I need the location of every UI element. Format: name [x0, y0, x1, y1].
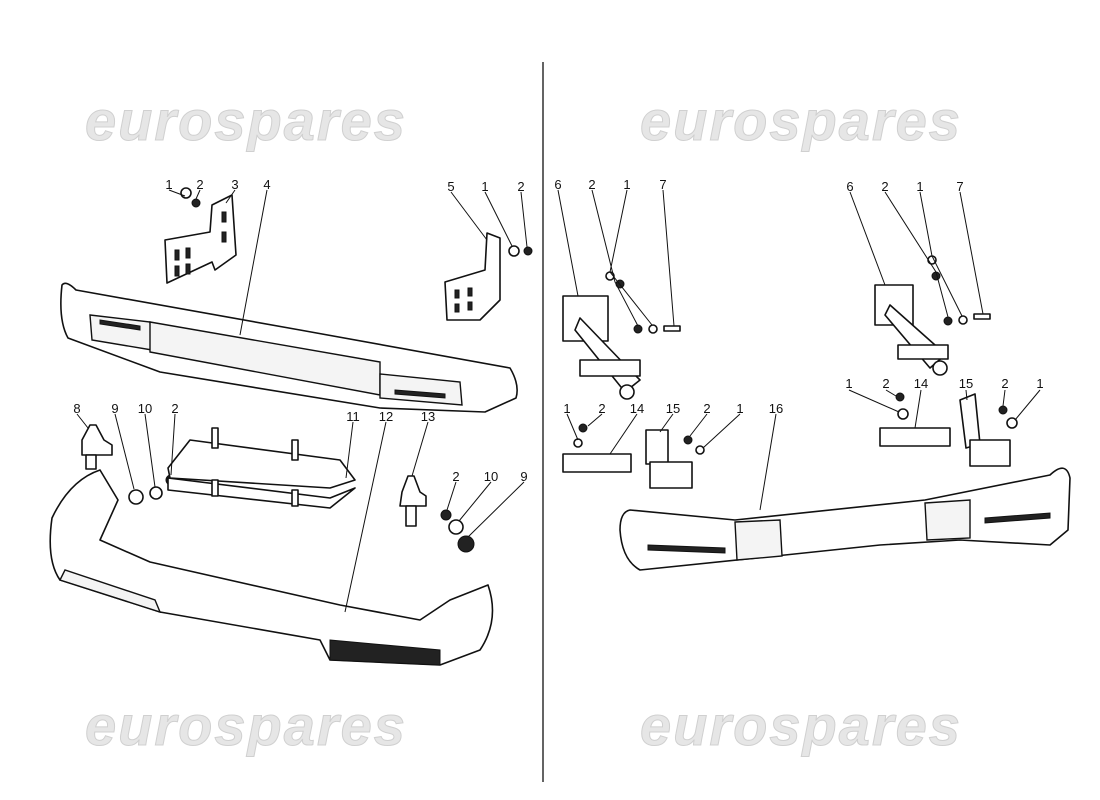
callout-9: 9	[520, 469, 527, 484]
bracket-3	[164, 194, 237, 284]
callout-3: 3	[231, 177, 238, 192]
callout-2: 2	[452, 469, 459, 484]
washer-1	[958, 315, 968, 325]
front-bumper-4	[60, 282, 518, 413]
callout-16: 16	[769, 401, 783, 416]
callout-2: 2	[588, 177, 595, 192]
callout-1: 1	[481, 179, 488, 194]
washer-1	[180, 187, 192, 199]
callout-1: 1	[165, 177, 172, 192]
callout-10: 10	[484, 469, 498, 484]
bracket-5	[444, 232, 501, 321]
leader-lines	[76, 189, 1041, 613]
rear-bumper-16	[619, 467, 1071, 571]
nut-2	[523, 246, 533, 256]
bolt-7	[663, 325, 681, 332]
nut-2	[683, 435, 693, 445]
callout-12: 12	[379, 409, 393, 424]
mount-13	[399, 475, 427, 527]
callout-7: 7	[659, 177, 666, 192]
callout-1: 1	[845, 376, 852, 391]
callout-8: 8	[73, 401, 80, 416]
strut-bracket-6-right	[874, 284, 949, 376]
strut-bracket-6-left	[562, 295, 641, 400]
callout-15: 15	[666, 401, 680, 416]
callout-1: 1	[736, 401, 743, 416]
bolt-7	[973, 313, 991, 320]
nut-2	[191, 198, 201, 208]
watermark-logo: eurospares	[640, 89, 962, 152]
washer-1	[695, 445, 705, 455]
nut-2	[998, 405, 1008, 415]
callouts-right-mid: 1 2 14 15 2 1 16 1 2 14 15 2 1	[563, 376, 1043, 416]
callout-2: 2	[882, 376, 889, 391]
callout-7: 7	[956, 179, 963, 194]
tube-15-right	[959, 393, 1011, 467]
nut-2	[578, 423, 588, 433]
nut-2	[895, 392, 905, 402]
callout-1: 1	[563, 401, 570, 416]
callout-6: 6	[846, 179, 853, 194]
nut-2	[440, 509, 452, 521]
rubber-9	[457, 535, 475, 553]
callout-2: 2	[517, 179, 524, 194]
callout-1: 1	[916, 179, 923, 194]
callout-2: 2	[196, 177, 203, 192]
callout-2: 2	[703, 401, 710, 416]
washer-1	[648, 324, 658, 334]
callout-13: 13	[421, 409, 435, 424]
rubber-9	[128, 489, 144, 505]
callout-2: 2	[881, 179, 888, 194]
mount-14-left	[562, 453, 632, 473]
callouts-left-top: 1 2 3 4 5 1 2	[165, 177, 524, 194]
tube-15-left	[645, 429, 693, 489]
washer-1	[927, 255, 937, 265]
watermark-logo: eurospares	[640, 694, 962, 757]
callout-4: 4	[263, 177, 270, 192]
washer-1	[508, 245, 520, 257]
callout-15: 15	[959, 376, 973, 391]
callouts-left-mid: 8 9 10 2 11 12 13 2 10 9	[73, 401, 527, 484]
callout-2: 2	[171, 401, 178, 416]
mount-14-right	[879, 427, 951, 447]
washer-1	[1006, 417, 1018, 429]
bracket-11	[167, 427, 356, 509]
callout-14: 14	[914, 376, 928, 391]
callout-11: 11	[346, 409, 360, 424]
washer-10	[149, 486, 163, 500]
callouts-right-top: 6 2 1 7 6 2 1 7	[554, 177, 963, 194]
callout-14: 14	[630, 401, 644, 416]
nut-2	[943, 316, 953, 326]
callout-2: 2	[1001, 376, 1008, 391]
callout-10: 10	[138, 401, 152, 416]
washer-10	[448, 519, 464, 535]
watermark-logo: eurospares	[85, 694, 407, 757]
callout-9: 9	[111, 401, 118, 416]
washer-1	[573, 438, 583, 448]
watermark-logo: eurospares	[85, 89, 407, 152]
nut-2	[633, 324, 643, 334]
lower-bumper-12	[49, 469, 494, 666]
callout-1: 1	[623, 177, 630, 192]
callout-6: 6	[554, 177, 561, 192]
callout-2: 2	[598, 401, 605, 416]
washer-1	[897, 408, 909, 420]
callout-5: 5	[447, 179, 454, 194]
callout-1: 1	[1036, 376, 1043, 391]
mount-8	[81, 424, 113, 470]
